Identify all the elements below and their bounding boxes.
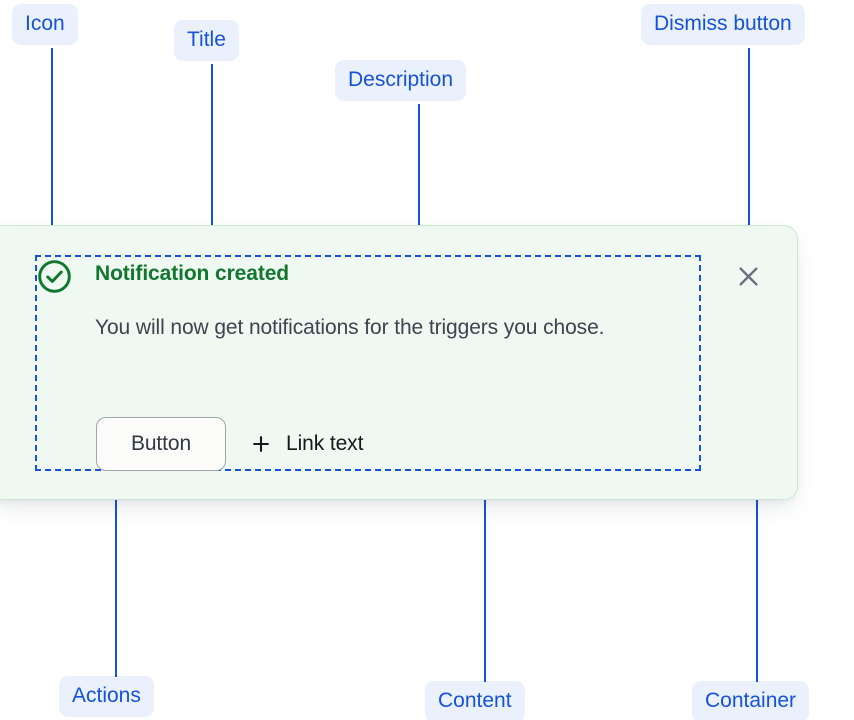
secondary-action-link-label: Link text [286, 432, 364, 455]
callout-label-description: Description [335, 60, 467, 101]
secondary-action-link[interactable]: Link text [250, 432, 363, 456]
notification-title: Notification created [95, 262, 290, 285]
notification-description: You will now get notifications for the t… [95, 316, 605, 339]
callout-label-dismiss: Dismiss button [641, 4, 805, 45]
leader-line-content [484, 472, 486, 682]
callout-label-icon: Icon [12, 4, 78, 45]
leader-line-actions [115, 470, 117, 677]
notification-actions: Button Link text [96, 417, 363, 471]
callout-label-title: Title [174, 20, 239, 61]
callout-label-container: Container [692, 681, 810, 720]
leader-line-description [418, 104, 420, 300]
leader-line-title [211, 64, 213, 254]
close-icon [735, 267, 762, 293]
primary-action-button[interactable]: Button [96, 417, 226, 471]
callout-label-content: Content [425, 681, 525, 720]
leader-line-container [756, 472, 758, 682]
check-circle-icon [36, 258, 73, 295]
plus-icon [250, 433, 272, 455]
leader-line-icon [51, 48, 53, 228]
callout-label-actions: Actions [59, 676, 154, 717]
dismiss-button[interactable] [735, 263, 762, 290]
leader-line-dismiss [748, 48, 750, 244]
